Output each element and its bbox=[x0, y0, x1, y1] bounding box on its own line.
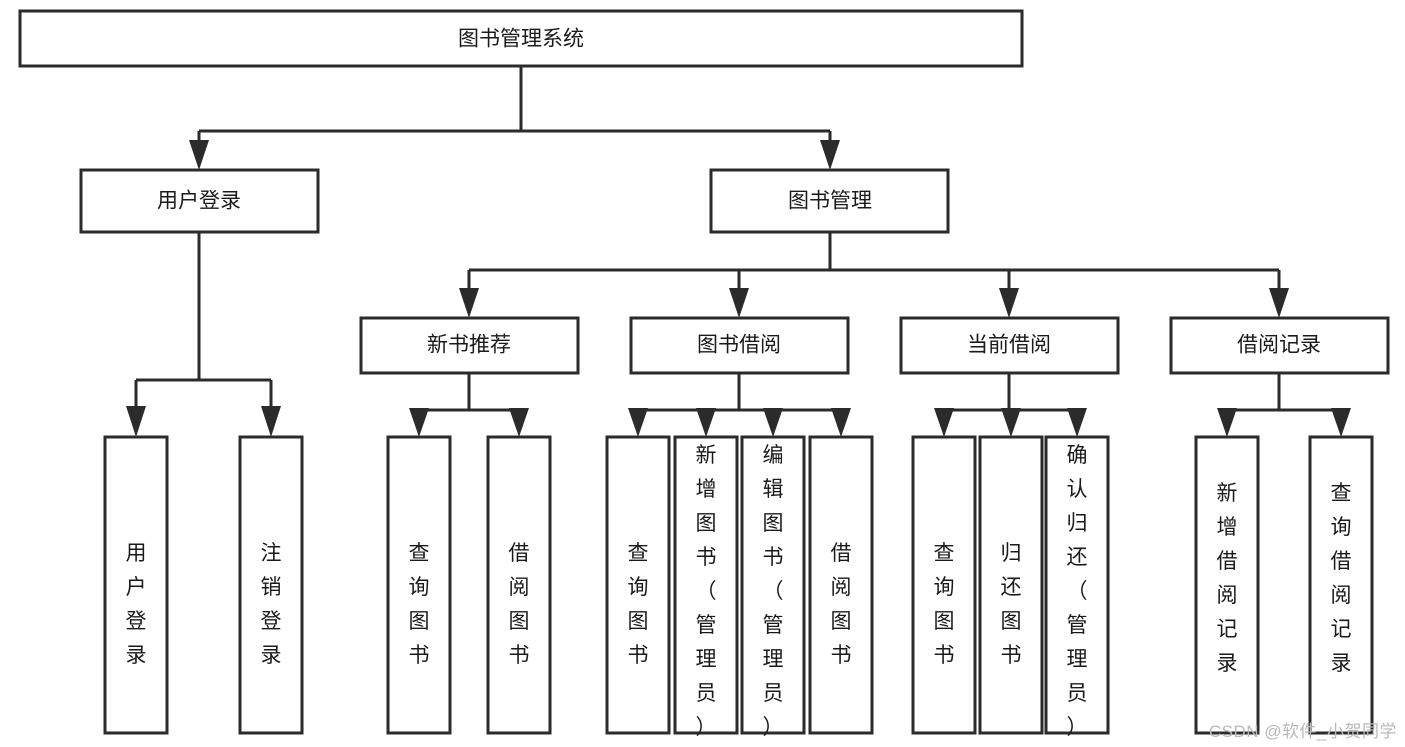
arrow-head-borrow-2 bbox=[763, 408, 783, 437]
node-new-book-recommend-label: 新书推荐 bbox=[427, 334, 511, 357]
leaf-current-borrow-1-label: 归还图书 bbox=[1001, 542, 1022, 667]
leaf-user-login-1-box[interactable] bbox=[238, 435, 304, 735]
leaf-book-borrow-1-box[interactable] bbox=[673, 435, 739, 735]
node-book-borrow-box[interactable] bbox=[629, 316, 850, 375]
node-book-management[interactable]: 图书管理 bbox=[709, 168, 950, 234]
node-book-management-box[interactable] bbox=[709, 168, 950, 234]
arrow-head-borrow-1 bbox=[696, 408, 716, 437]
arrow-head-current-1 bbox=[1001, 408, 1021, 437]
arrow-head-borrow-0 bbox=[628, 408, 648, 437]
leaf-current-borrow-0-box[interactable] bbox=[911, 435, 977, 735]
leaf-current-borrow-2-box[interactable] bbox=[1044, 435, 1110, 735]
node-borrow-record-label: 借阅记录 bbox=[1237, 334, 1321, 357]
leaf-book-borrow-0-label: 查询图书 bbox=[628, 542, 649, 667]
leaf-book-borrow-0[interactable]: 查询图书 bbox=[605, 435, 671, 735]
node-root[interactable]: 图书管理系统 bbox=[18, 9, 1024, 68]
node-user-login-box[interactable] bbox=[79, 168, 320, 234]
leaf-book-borrow-3[interactable]: 借阅图书 bbox=[808, 435, 874, 735]
leaf-current-borrow-0[interactable]: 查询图书 bbox=[911, 435, 977, 735]
leaf-new-book-recommend-0[interactable]: 查询图书 bbox=[386, 435, 452, 735]
connector-layer bbox=[126, 66, 1351, 437]
leaf-user-login-0-label: 用户登录 bbox=[126, 542, 147, 667]
leaf-new-book-recommend-0-box[interactable] bbox=[386, 435, 452, 735]
leaf-borrow-record-0[interactable]: 新增借阅记录 bbox=[1194, 435, 1260, 735]
leaf-book-borrow-1[interactable]: 新增图书（管理员） bbox=[673, 435, 739, 739]
leaf-current-borrow-2-label: 确认归还（管理员） bbox=[1067, 444, 1088, 739]
node-root-box[interactable] bbox=[18, 9, 1024, 68]
node-current-borrow-box[interactable] bbox=[899, 316, 1120, 375]
arrow-head-current-2 bbox=[1067, 408, 1087, 437]
leaf-book-borrow-2-label: 编辑图书（管理员） bbox=[763, 444, 784, 739]
leaf-user-login-0-box[interactable] bbox=[103, 435, 169, 735]
arrow-head-level1-0 bbox=[189, 140, 209, 170]
arrow-head-record-0 bbox=[1217, 408, 1237, 437]
leaf-borrow-record-1-label: 查询借阅记录 bbox=[1331, 482, 1352, 675]
node-new-book-recommend-box[interactable] bbox=[359, 316, 580, 375]
arrow-head-current-0 bbox=[934, 408, 954, 437]
arrow-head-level2-1 bbox=[729, 288, 749, 318]
arrow-head-level2-3 bbox=[1269, 288, 1289, 318]
leaf-borrow-record-0-label: 新增借阅记录 bbox=[1217, 482, 1238, 675]
leaf-borrow-record-1[interactable]: 查询借阅记录 bbox=[1308, 435, 1374, 735]
leaf-current-borrow-1[interactable]: 归还图书 bbox=[978, 435, 1044, 735]
leaf-new-book-recommend-1-label: 借阅图书 bbox=[509, 542, 530, 667]
arrow-head-newbook-0 bbox=[409, 408, 429, 437]
node-new-book-recommend[interactable]: 新书推荐 bbox=[359, 316, 580, 375]
leaf-user-login-1[interactable]: 注销登录 bbox=[238, 435, 304, 735]
node-book-borrow-label: 图书借阅 bbox=[697, 334, 781, 357]
leaf-new-book-recommend-1-box[interactable] bbox=[486, 435, 552, 735]
arrow-head-borrow-3 bbox=[831, 408, 851, 437]
node-book-borrow[interactable]: 图书借阅 bbox=[629, 316, 850, 375]
node-current-borrow-label: 当前借阅 bbox=[967, 334, 1051, 357]
leaf-book-borrow-3-box[interactable] bbox=[808, 435, 874, 735]
leaf-user-login-1-label: 注销登录 bbox=[261, 542, 282, 667]
node-user-login[interactable]: 用户登录 bbox=[79, 168, 320, 234]
arrow-head-level2-0 bbox=[459, 288, 479, 318]
node-root-label: 图书管理系统 bbox=[458, 28, 584, 51]
leaf-book-borrow-2-box[interactable] bbox=[740, 435, 806, 735]
node-borrow-record[interactable]: 借阅记录 bbox=[1169, 316, 1390, 375]
node-user-login-label: 用户登录 bbox=[157, 190, 241, 213]
leaf-book-borrow-3-label: 借阅图书 bbox=[831, 542, 852, 667]
arrow-head-level2-2 bbox=[999, 288, 1019, 318]
arrow-head-userlogin-0 bbox=[126, 406, 146, 437]
leaf-new-book-recommend-0-label: 查询图书 bbox=[409, 542, 430, 667]
leaf-borrow-record-0-box[interactable] bbox=[1194, 435, 1260, 735]
leaf-current-borrow-1-box[interactable] bbox=[978, 435, 1044, 735]
leaf-user-login-0[interactable]: 用户登录 bbox=[103, 435, 169, 735]
leaf-book-borrow-2[interactable]: 编辑图书（管理员） bbox=[740, 435, 806, 739]
node-current-borrow[interactable]: 当前借阅 bbox=[899, 316, 1120, 375]
leaf-book-borrow-1-label: 新增图书（管理员） bbox=[696, 444, 717, 739]
node-book-management-label: 图书管理 bbox=[788, 190, 872, 213]
csdn-watermark: CSDN @软件_小贺同学 bbox=[1208, 722, 1397, 741]
arrow-head-level1-1 bbox=[820, 140, 840, 170]
leaf-current-borrow-2[interactable]: 确认归还（管理员） bbox=[1044, 435, 1110, 739]
leaf-new-book-recommend-1[interactable]: 借阅图书 bbox=[486, 435, 552, 735]
arrow-head-record-1 bbox=[1331, 408, 1351, 437]
arrow-head-newbook-1 bbox=[509, 408, 529, 437]
arrow-head-userlogin-1 bbox=[261, 406, 281, 437]
leaf-borrow-record-1-box[interactable] bbox=[1308, 435, 1374, 735]
leaf-current-borrow-0-label: 查询图书 bbox=[934, 542, 955, 667]
leaf-book-borrow-0-box[interactable] bbox=[605, 435, 671, 735]
node-borrow-record-box[interactable] bbox=[1169, 316, 1390, 375]
